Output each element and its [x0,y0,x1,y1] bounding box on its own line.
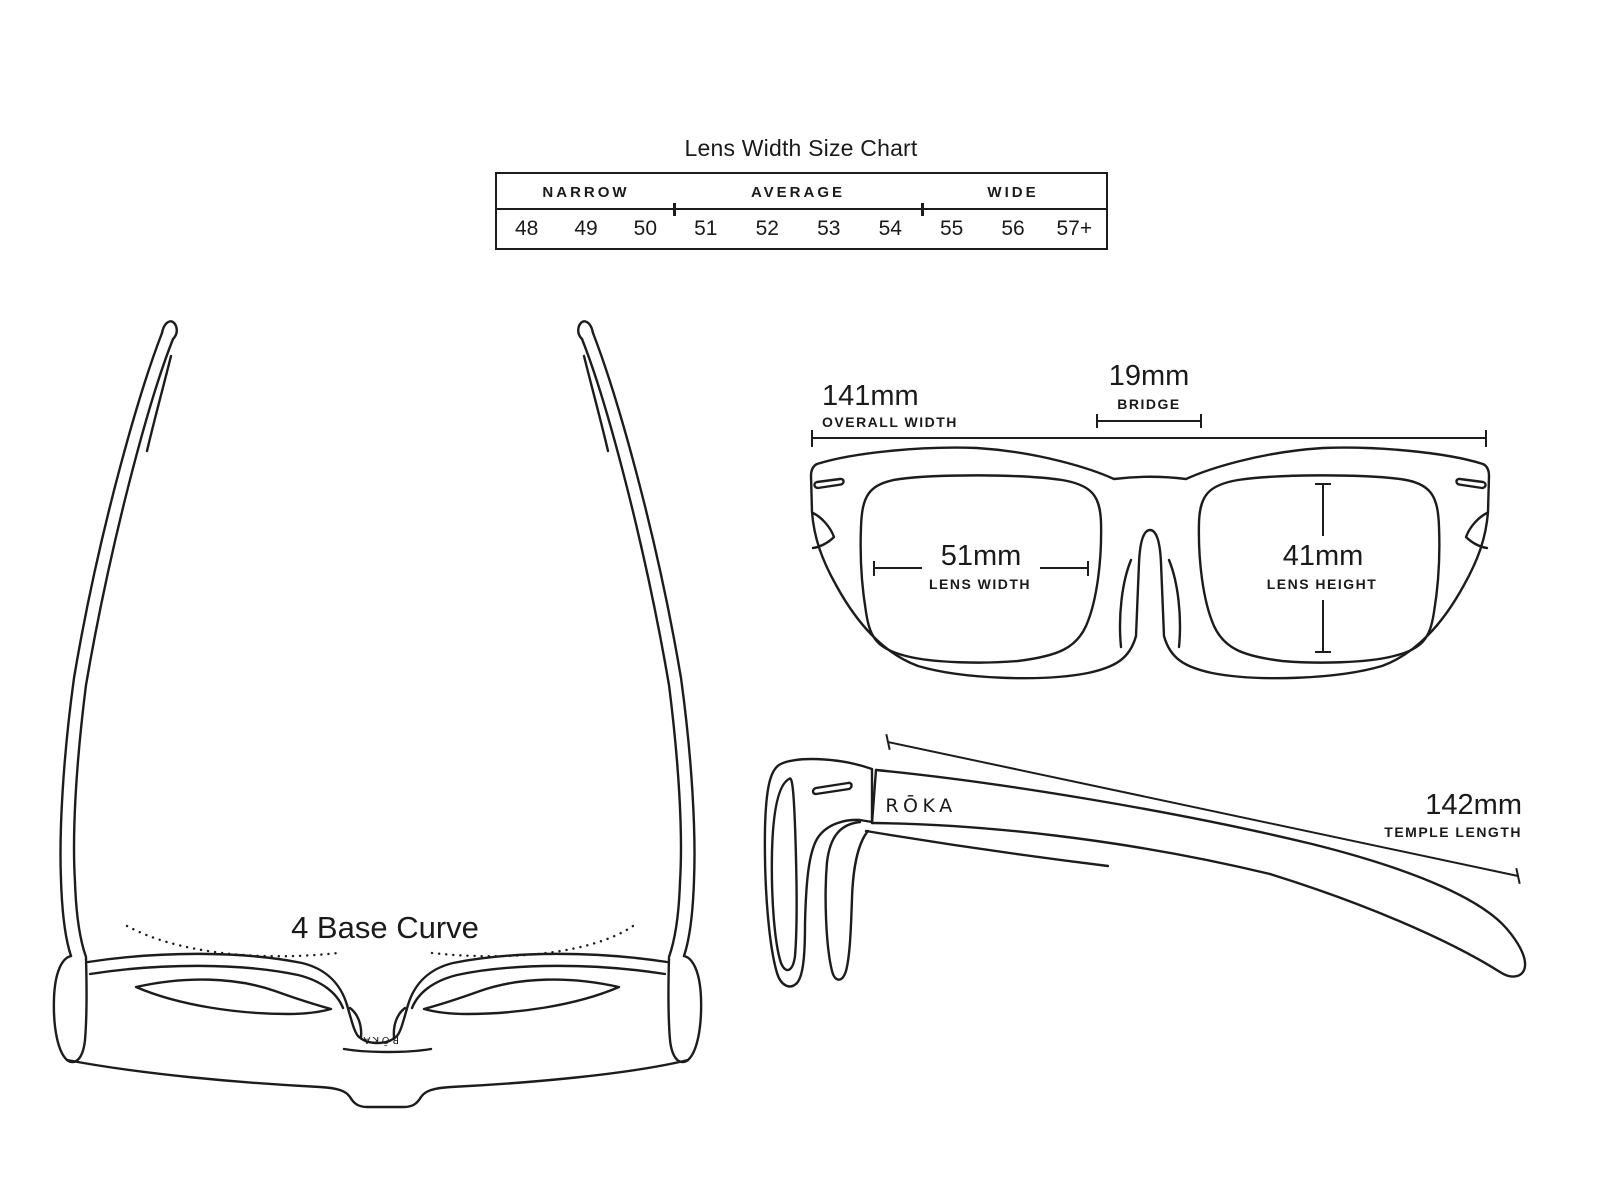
front-view-right-nose-pad [1167,558,1182,649]
lens-height-dimension-line [1315,483,1331,653]
top-view-left-rim-upper [86,952,349,1007]
top-view-right-end-cap [667,954,703,1064]
side-view-hinge-line [870,768,878,825]
front-view-left-nose-pad [1118,558,1133,649]
top-view-right-lens [422,978,621,1016]
lens-height-label: LENS HEIGHT [1266,576,1378,592]
top-view-left-temple-tip [160,320,178,341]
lens-width-dimension-line [873,561,1089,576]
size-group-wide: WIDE [921,174,1105,208]
side-view-frame-lower-arm [824,820,870,981]
size-group-average: AVERAGE [675,174,921,208]
front-view-left-hinge-slot [813,477,845,490]
side-view-frame-front [763,757,874,988]
top-view-right-rim-lower [410,964,667,1010]
side-view-lens-edge [770,777,798,972]
top-view-right-temple-sleeve-line [582,354,610,453]
temple-length-label: TEMPLE LENGTH [1384,824,1522,840]
size-value: 56 [1001,216,1025,240]
front-view-frame-outline [809,446,1491,680]
base-curve-dotted-arc-left [125,924,340,958]
size-group-narrow: NARROW [497,174,675,208]
top-view-left-nose-pad [348,1006,363,1039]
front-view-right-hinge-knuckle [1464,511,1489,550]
top-view-right-nose-pad [392,1006,407,1039]
front-view-left-lens [859,474,1103,664]
size-group-label: AVERAGE [750,183,846,201]
overall-width-dimension-line [811,430,1487,447]
temple-length-value: 142mm [1425,789,1522,821]
lens-width-size-table: NARROW AVERAGE WIDE 48 49 50 51 52 53 54… [495,172,1108,250]
side-view-brand-logo: RŌKA [885,793,956,817]
top-view-right-temple-inner [580,337,683,959]
side-view-temple-underline [864,829,1110,868]
top-view-bridge-plate [342,1047,433,1054]
top-view-left-temple-sleeve-line [145,354,173,453]
size-value: 55 [939,216,964,240]
top-view-left-temple-outer [59,331,164,958]
size-group-label: NARROW [542,183,630,201]
overall-width-label: OVERALL WIDTH [822,414,958,430]
lens-width-value: 51mm [940,540,1022,572]
top-view-bottom-outline [65,1058,690,1109]
front-view-right-hinge-slot [1455,477,1487,490]
top-view-right-temple-outer [591,331,696,958]
size-values-average: 51 52 53 54 [675,210,921,244]
size-group-label: WIDE [987,183,1039,201]
size-value: 52 [755,216,779,240]
group-divider-tick [673,203,676,216]
lens-width-label: LENS WIDTH [928,576,1032,592]
size-chart-title: Lens Width Size Chart [684,135,918,161]
base-curve-label: 4 Base Curve [291,910,479,945]
size-values-narrow: 48 49 50 [497,210,675,244]
size-value: 50 [633,216,657,240]
size-value: 53 [817,216,841,240]
size-values-wide: 55 56 57+ [921,210,1105,244]
side-view-vent-slot [811,781,853,796]
side-view-drawing: RŌKA [763,757,1527,988]
top-view-left-rim-lower [88,964,345,1010]
temple-length-dimension-line [885,733,1521,885]
top-view-right-rim-upper [406,952,669,1007]
top-view-left-end-cap [52,954,88,1064]
lens-height-value: 41mm [1282,540,1364,572]
size-table-values-row: 48 49 50 51 52 53 54 55 56 57+ [497,210,1106,244]
top-view-right-temple-tip [577,320,595,341]
top-view-left-temple-inner [72,337,175,959]
group-divider-tick [921,203,924,216]
bridge-value: 19mm [1108,360,1190,392]
front-view-right-lens [1197,474,1441,664]
top-view-nose-notch [345,1003,410,1045]
front-view-drawing [809,446,1491,680]
size-value: 57+ [1056,216,1093,240]
overall-width-value: 141mm [822,380,919,412]
bridge-dimension-line [1096,414,1202,428]
top-view-brand-logo: RŌKA [361,1034,399,1047]
side-view-dimension-lines [885,733,1521,885]
side-view-temple-arm [870,768,1527,978]
front-view-left-hinge-knuckle [811,511,836,550]
size-table-header-row: NARROW AVERAGE WIDE [497,174,1106,210]
size-value: 48 [514,216,539,240]
size-value: 54 [878,216,902,240]
size-value: 51 [694,216,718,240]
bridge-label: BRIDGE [1117,396,1181,412]
front-view-dimension-lines [811,414,1487,653]
size-value: 49 [574,216,598,240]
top-view-drawing: RŌKA [52,320,703,1109]
top-view-left-lens [134,978,333,1016]
